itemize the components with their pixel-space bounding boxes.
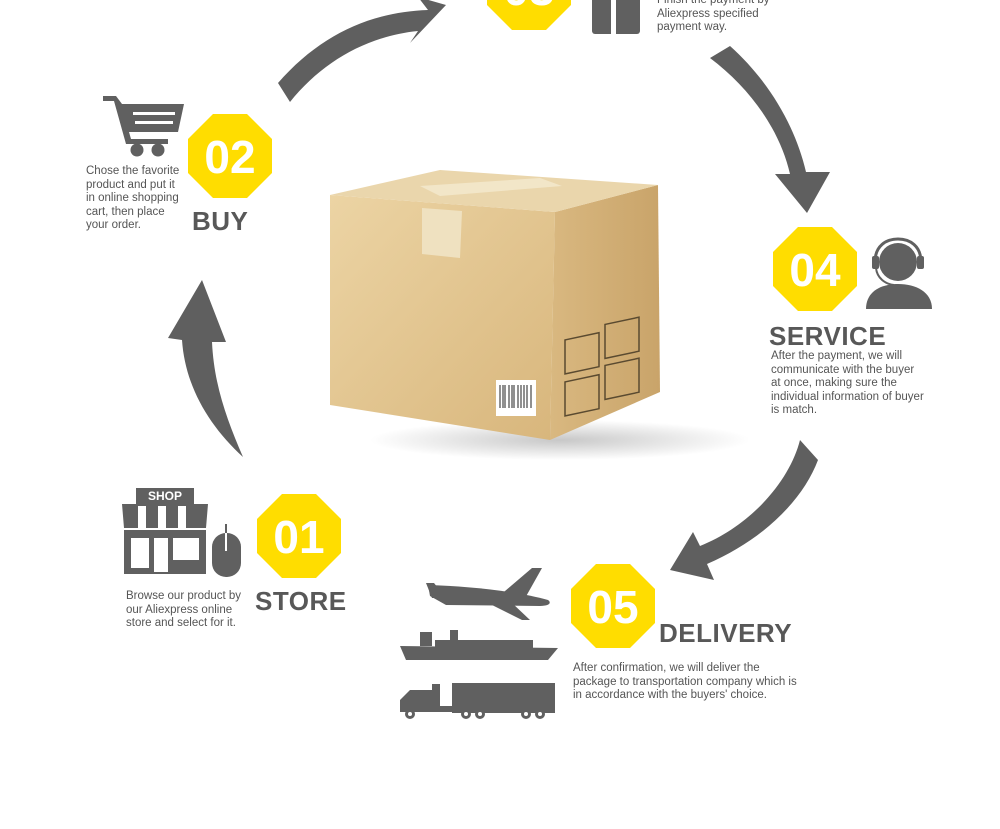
- headset-agent-icon: [866, 237, 932, 309]
- svg-text:01: 01: [273, 511, 324, 563]
- step-03-description: Finish the payment by Aliexpress specifi…: [657, 0, 770, 34]
- arrow-service-to-delivery: [670, 440, 818, 580]
- svg-text:02: 02: [204, 131, 255, 183]
- step-01-description: Browse our product by our Aliexpress onl…: [126, 590, 242, 630]
- step-badge-01: 01: [257, 494, 341, 578]
- cargo-ship-icon: [400, 630, 558, 660]
- step-02-title: BUY: [192, 206, 249, 236]
- truck-icon: [400, 683, 555, 719]
- arrow-buy-to-pay: [278, 0, 446, 102]
- mouse-icon: [212, 524, 241, 577]
- step-02-description: Chose the favorite product and put it in…: [86, 165, 180, 232]
- step-05-title: DELIVERY: [659, 618, 793, 648]
- barcode-label: [496, 380, 536, 416]
- shopping-cart-icon: [103, 96, 184, 157]
- payment-card-icon: [592, 0, 640, 34]
- step-05-description: After confirmation, we will deliver the …: [573, 662, 797, 702]
- step-04-title: SERVICE: [769, 321, 887, 351]
- arrow-store-to-buy: [168, 280, 243, 457]
- svg-text:03: 03: [503, 0, 554, 15]
- shop-icon: SHOP: [122, 488, 208, 574]
- svg-text:05: 05: [587, 581, 638, 633]
- step-badge-04: 04: [773, 227, 857, 311]
- step-04-description: After the payment, we will communicate w…: [771, 350, 924, 417]
- step-01-title: STORE: [255, 586, 347, 616]
- step-badge-02: 02: [188, 114, 272, 198]
- arrow-pay-to-service: [710, 46, 830, 213]
- step-badge-05: 05: [571, 564, 655, 648]
- svg-text:SHOP: SHOP: [148, 489, 182, 503]
- package-box-illustration: [330, 170, 750, 460]
- step-badge-03: 03: [487, 0, 571, 30]
- airplane-icon: [426, 568, 550, 620]
- svg-text:04: 04: [789, 244, 841, 296]
